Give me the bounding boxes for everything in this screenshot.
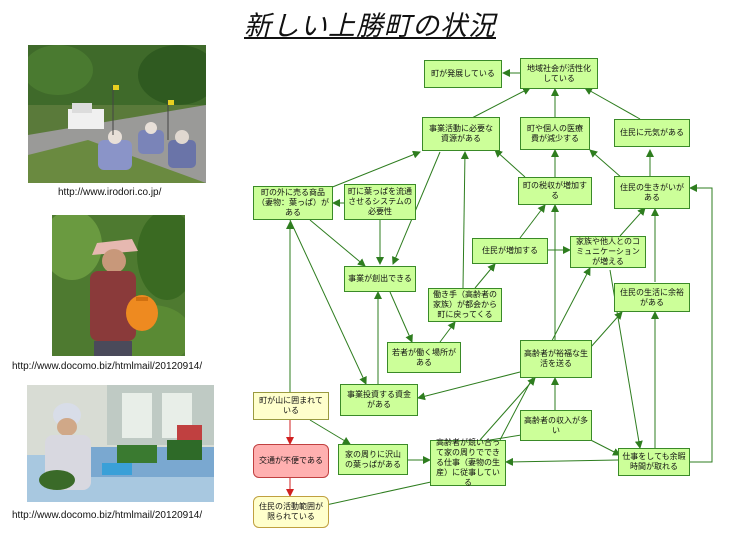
node-community-active: 地域社会が活性化している bbox=[520, 58, 598, 89]
woman-packing-leaves-photo-icon bbox=[27, 385, 214, 502]
node-surrounded-mountains: 町が山に囲まれている bbox=[253, 392, 329, 420]
node-tax-increase: 町の税収が増加する bbox=[518, 177, 592, 205]
node-elderly-wealthy: 高齢者が裕福な生活を送る bbox=[520, 340, 592, 378]
photo-elderly-carts bbox=[28, 45, 206, 183]
photo-caption-1: http://www.irodori.co.jp/ bbox=[58, 187, 162, 198]
node-limited-activity: 住民の活動範囲が限られている bbox=[253, 496, 329, 528]
photo-caption-2: http://www.docomo.biz/htmlmail/20120914/ bbox=[12, 361, 203, 372]
node-investment-funds: 事業投資する資金がある bbox=[340, 384, 418, 416]
node-many-leaves: 家の周りに沢山の葉っぱがある bbox=[338, 444, 408, 475]
node-medical-costs: 町や個人の医療費が減少する bbox=[520, 117, 590, 150]
woman-harvesting-photo-icon bbox=[52, 215, 185, 356]
node-residents-energetic: 住民に元気がある bbox=[614, 119, 690, 147]
elderly-carts-photo-icon bbox=[28, 45, 206, 183]
node-workers-return: 働き手（高齢者の家族）が都会から町に戻ってくる bbox=[428, 288, 502, 322]
node-youth-jobs: 若者が働く場所がある bbox=[387, 342, 461, 373]
node-communication: 家族や他人とのコミュニケーションが増える bbox=[570, 236, 646, 268]
node-elderly-work-home: 高齢者が競い合って家の周りでできる仕事（妻物の生産）に従事している bbox=[430, 438, 506, 487]
photo-woman-harvesting bbox=[52, 215, 185, 356]
node-population-increase: 住民が増加する bbox=[472, 238, 548, 264]
node-business-resources: 事業活動に必要な資源がある bbox=[422, 117, 500, 151]
photo-caption-3: http://www.docomo.biz/htmlmail/20120914/ bbox=[12, 510, 203, 521]
node-leeway-in-life: 住民の生活に余裕がある bbox=[614, 283, 690, 312]
node-transport-inconvenient: 交通が不便である bbox=[253, 444, 329, 478]
node-business-created: 事業が創出できる bbox=[344, 266, 416, 292]
page-title: 新しい上勝町の状況 bbox=[244, 11, 496, 42]
node-free-time: 仕事をしても余暇時間が取れる bbox=[618, 448, 690, 476]
node-town-develop: 町が発展している bbox=[424, 60, 502, 88]
node-distribution-system: 町に葉っぱを流通させるシステムの必要性 bbox=[344, 184, 416, 220]
node-purpose-in-life: 住民の生きがいがある bbox=[614, 176, 690, 209]
node-products-sold: 町の外に売る商品（妻物：葉っぱ）がある bbox=[253, 186, 333, 220]
node-elderly-income: 高齢者の収入が多い bbox=[520, 410, 592, 441]
photo-woman-packing bbox=[27, 385, 214, 502]
